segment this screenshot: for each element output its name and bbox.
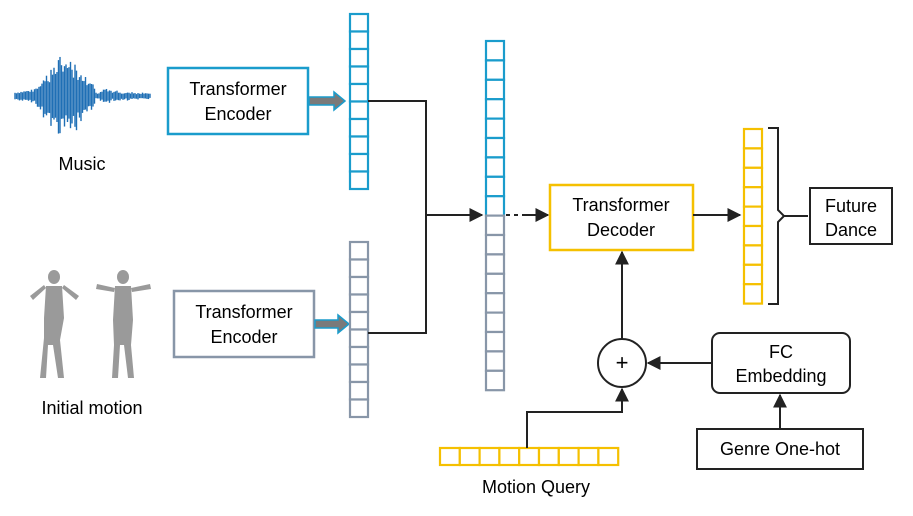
token-cell [348,117,370,138]
token-cell [348,82,370,103]
token-cell [348,152,370,173]
motion-encoder-line-1: Transformer [195,302,292,322]
token-cell [742,147,764,169]
decoder-line-1: Transformer [572,195,669,215]
query-token-cell [458,446,481,467]
motion-token-column [348,240,370,419]
dancer-figure-right-icon [96,270,151,378]
token-cell [348,65,370,86]
sum-node: + [597,338,647,388]
future-dance-line-1: Future [825,196,877,216]
query-token-cell [577,446,600,467]
token-cell [742,127,764,150]
token-cell [348,240,370,261]
token-cell [348,135,370,156]
token-cell [484,350,506,372]
music-encoder-line-2: Encoder [204,104,271,124]
transformer-decoder-box: Transformer Decoder [548,183,695,252]
token-cell [484,369,506,392]
token-cell [348,380,370,401]
query-to-sum-arrow [526,387,629,448]
token-cell [484,39,506,62]
query-token-cell [518,446,541,467]
music-waveform-icon [14,56,151,134]
token-cell [742,205,764,228]
token-cell [742,263,764,286]
token-cell [742,186,764,208]
token-cell [484,98,506,120]
genre-line-1: Genre One-hot [720,439,840,459]
token-cell [348,12,370,33]
token-cell [348,293,370,314]
token-cell [484,272,506,295]
token-cell [484,59,506,81]
music-encoder-output-arrow [308,90,347,112]
sum-node-plus: + [616,350,629,375]
decoder-line-2: Decoder [587,220,655,240]
future-dance-box: Future Dance [809,187,893,245]
fc-embedding-box: FC Embedding [711,332,851,394]
token-cell [484,311,506,334]
token-cell [484,233,506,256]
fc-line-1: FC [769,342,793,362]
token-cell [484,156,506,178]
token-cell [484,175,506,198]
token-cell [742,283,764,305]
token-cell [484,136,506,159]
query-token-cell [557,446,580,467]
music-encoder-box: Transformer Encoder [166,66,310,136]
motion-query-label: Motion Query [482,477,590,497]
music-token-column [348,12,370,191]
motion-encoder-line-2: Encoder [210,327,277,347]
query-token-cell [498,446,521,467]
token-cell [742,244,764,266]
token-cell [742,224,764,247]
token-cell [484,117,506,140]
token-cell [348,328,370,349]
concat-connectors [368,100,484,334]
motion-query-token-row [438,446,620,467]
output-token-column [742,127,764,305]
token-cell [484,195,506,217]
music-label: Music [58,154,105,174]
initial-motion-label: Initial motion [41,398,142,418]
token-cell [348,30,370,51]
future-dance-line-2: Dance [825,220,877,240]
token-cell [348,170,370,191]
token-cell [742,166,764,189]
token-cell [484,330,506,353]
motion-encoder-output-arrow [314,313,351,335]
query-token-cell [537,446,560,467]
token-cell [484,78,506,101]
output-bracket [768,127,786,305]
concatenated-token-column [484,39,506,392]
token-cell [484,214,506,237]
token-cell [348,100,370,121]
token-cell [348,258,370,279]
dancer-figures-icon [30,270,151,378]
token-cell [348,47,370,68]
motion-encoder-box: Transformer Encoder [172,289,316,359]
query-token-cell [438,446,461,467]
query-token-cell [478,446,501,467]
fc-line-2: Embedding [735,366,826,386]
token-cell [348,310,370,331]
token-cell [348,275,370,296]
token-cell [348,345,370,366]
token-cell [484,292,506,314]
music-encoder-line-1: Transformer [189,79,286,99]
genre-one-hot-box: Genre One-hot [696,428,864,470]
dancer-figure-left-icon [30,270,79,378]
token-cell [484,253,506,275]
query-token-cell [597,446,620,467]
token-cell [348,363,370,384]
token-cell [348,398,370,419]
